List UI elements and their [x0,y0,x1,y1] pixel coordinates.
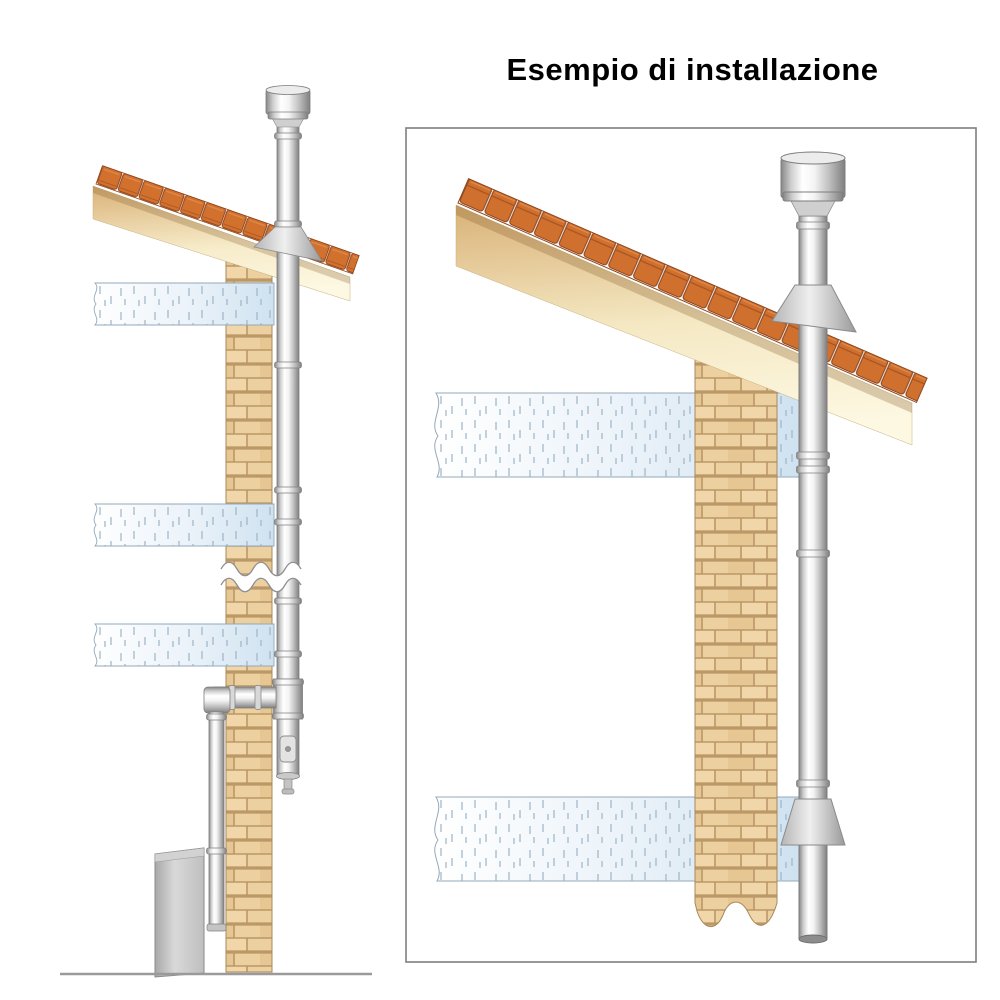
pipe-clamps-right [796,221,830,788]
boiler-top-face [154,847,205,863]
cap-rim-left [267,111,309,120]
cap-top-right [780,151,846,165]
left-figure [60,85,372,978]
right-figure [405,127,977,963]
boiler-connection-pipe [206,711,227,932]
storm-collar-right [771,284,857,333]
inspection-door [279,735,297,763]
roof-tile-shadow-right [456,205,912,413]
boiler [154,847,205,978]
cap-reducer-right [790,200,836,217]
page-title: Esempio di installazione [506,52,879,87]
floor-slab-left-1 [93,282,275,326]
condensate-drain [276,772,300,795]
roof-underside-right [455,204,913,446]
storm-collar-left [253,226,323,262]
elbow [203,686,231,714]
break-squiggle [220,561,302,593]
brick-chimney-right [694,346,778,927]
cap-rim-right [782,191,844,202]
pipe-open-end [798,934,828,944]
floor-slab-left-3 [93,623,275,667]
tee-connector [272,678,304,720]
chimney-cap-left [265,85,311,128]
brick-wall-left [225,251,273,973]
chimney-cap-right [780,151,846,217]
support-bracket [780,798,846,846]
cap-top-left [265,85,311,95]
floor-slab-left-2 [93,503,275,547]
roof-tile-shadow-left [93,186,350,284]
inspection-door-knob [285,746,291,752]
